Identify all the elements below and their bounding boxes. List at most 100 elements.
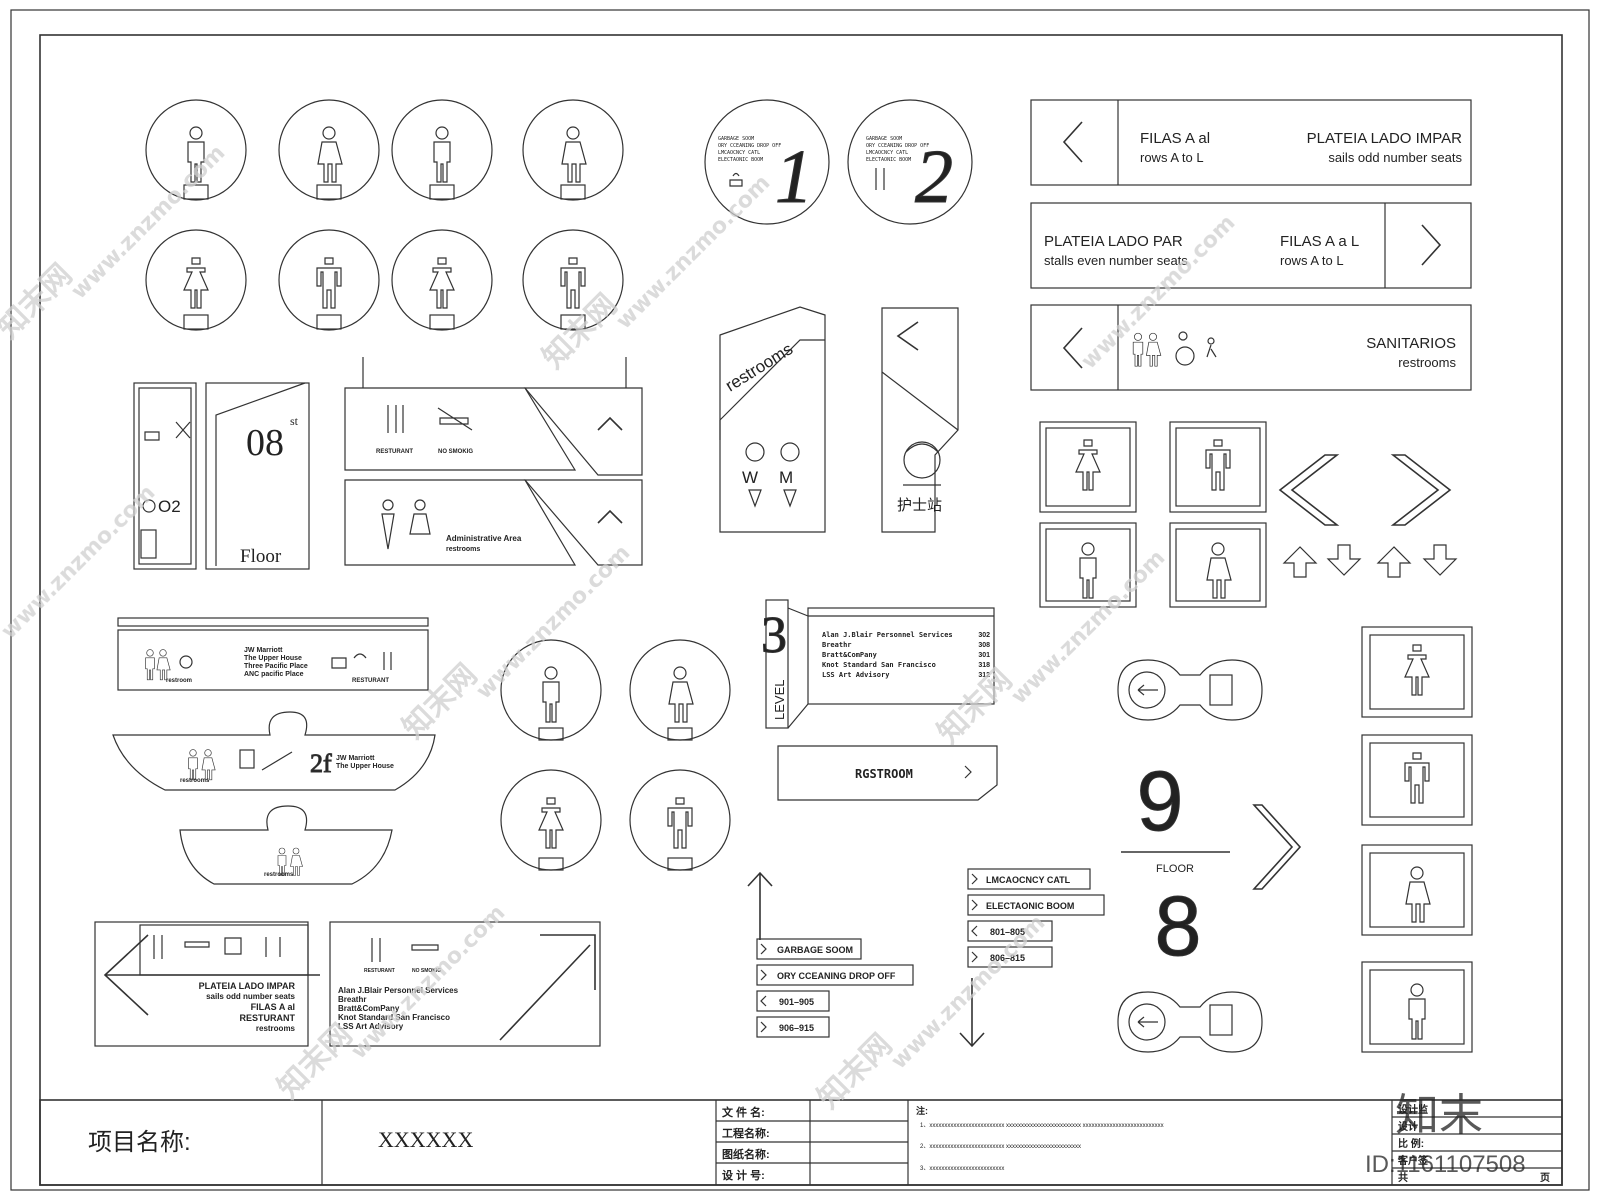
arrow-up-icon bbox=[1282, 546, 1318, 578]
boat-sign-1: restrooms 2f JW Marriott The Upper House bbox=[112, 711, 436, 791]
file-name-label: 文 件 名: bbox=[722, 1105, 765, 1119]
wheelchair-icon bbox=[1178, 331, 1188, 341]
notes-label: 注: bbox=[916, 1105, 928, 1116]
strip-text: ORY CCEANING DROP OFF bbox=[777, 971, 896, 981]
round1-line: LMCAOCNCY CATL bbox=[718, 150, 760, 156]
suite: 302 bbox=[978, 632, 990, 639]
coffee-no-icon bbox=[144, 421, 191, 441]
level-directory: 3 LEVEL Alan J.Blair Personnel Services … bbox=[761, 599, 995, 729]
suite: 308 bbox=[978, 642, 990, 649]
strip-text: 801–805 bbox=[990, 927, 1025, 937]
arrow-down-icon bbox=[1422, 544, 1458, 576]
round1-line: ORY CCEANING DROP OFF bbox=[718, 143, 781, 149]
restrooms-diag-text: restrooms bbox=[722, 339, 796, 395]
chevron-left-icon bbox=[1278, 454, 1340, 526]
tenant: Alan J.Blair Personnel Services bbox=[822, 631, 953, 639]
scale-label: 比 例: bbox=[1398, 1137, 1424, 1150]
direction-bar-1: FILAS A al rows A to L PLATEIA LADO IMPA… bbox=[1030, 99, 1472, 186]
stalls-even-text: stalls even number seats bbox=[1044, 253, 1188, 268]
imp-rest-text: RESTURANT bbox=[240, 1013, 296, 1023]
imp-filas-text: FILAS A al bbox=[251, 1002, 295, 1012]
chevron-right-icon bbox=[1390, 454, 1452, 526]
floor-word: Floor bbox=[240, 546, 282, 567]
round2-number: 2 bbox=[915, 135, 953, 219]
coffee-wifi-cutlery-icons bbox=[331, 652, 392, 670]
plateia-par-text: PLATEIA LADO PAR bbox=[1044, 233, 1183, 250]
tenant: LSS Art Advisory bbox=[338, 1022, 404, 1031]
filas-al-text: FILAS A a L bbox=[1280, 233, 1359, 250]
arrow-sign-left: PLATEIA LADO IMPAR sails odd number seat… bbox=[94, 921, 320, 1047]
note-3: 3、xxxxxxxxxxxxxxxxxxxxxxxxx bbox=[920, 1166, 1004, 1172]
project-label: 项目名称: bbox=[88, 1129, 191, 1156]
parking-elevator-icon bbox=[1209, 1004, 1233, 1036]
double-chevron-icon bbox=[1252, 804, 1302, 890]
nurse-icon bbox=[903, 441, 941, 479]
tenant: Knot Standard San Francisco bbox=[822, 661, 936, 669]
arrow-right-icon bbox=[1421, 224, 1442, 266]
nurse-station-totem: 护士站 bbox=[881, 307, 959, 533]
tenant: Breathr bbox=[338, 995, 366, 1004]
design-no-label: 设 计 号: bbox=[722, 1168, 765, 1182]
amenity-icons bbox=[371, 938, 439, 962]
watermark-cn: 知末网 bbox=[396, 657, 484, 745]
client-sign-label: 客户签 bbox=[1397, 1154, 1429, 1167]
no-smokig-text: NO SMOKIG bbox=[412, 968, 441, 974]
imp-plateia-text: PLATEIA LADO IMPAR bbox=[199, 981, 296, 991]
strip-text: 906–915 bbox=[779, 1023, 814, 1033]
tenant: Bratt&ComPany bbox=[822, 651, 878, 659]
jw-marriott-bar: restroom JW Marriott The Upper House Thr… bbox=[117, 617, 429, 691]
watermark-id: ID:1161107508 bbox=[1365, 1151, 1526, 1178]
arrow-up-icon bbox=[1376, 546, 1412, 578]
square-plaques-middle bbox=[1039, 421, 1267, 608]
man-icon bbox=[1132, 332, 1144, 367]
direction-bar-2: PLATEIA LADO PAR stalls even number seat… bbox=[1030, 202, 1472, 289]
round-toilet-signs-top bbox=[145, 99, 624, 331]
tenant: LSS Art Advisory bbox=[822, 671, 890, 679]
o2-text: O2 bbox=[158, 497, 181, 516]
round-floor-sign-1: GARBAGE SOOM ORY CCEANING DROP OFF LMCAO… bbox=[704, 99, 830, 225]
arrow-up-icon bbox=[747, 871, 773, 940]
suite: 312 bbox=[978, 672, 990, 679]
sanitarios-text: SANITARIOS bbox=[1366, 335, 1456, 352]
watermark-cn: 知末网 bbox=[536, 287, 624, 375]
watermark-cn: 知末网 bbox=[931, 662, 1019, 750]
tenant: Breathr bbox=[822, 641, 852, 649]
svg-text:2f: 2f bbox=[310, 749, 332, 778]
male-pi-round-sign bbox=[522, 229, 624, 331]
no-smokig-text: NO SMOKIG bbox=[438, 449, 473, 455]
round1-line: GARBAGE SOOM bbox=[718, 136, 754, 142]
square-plaques-right bbox=[1361, 626, 1473, 1053]
strip-text: 806–815 bbox=[990, 953, 1025, 963]
round-floor-sign-2: GARBAGE SOOM ORY CCEANING DROP OFF LMCAO… bbox=[847, 99, 973, 225]
watermark-cn: 知末网 bbox=[811, 1027, 899, 1115]
filas-text: FILAS A al bbox=[1140, 130, 1210, 147]
project-name-label: 工程名称: bbox=[722, 1126, 770, 1140]
female-round-sign bbox=[522, 99, 624, 201]
level-word: LEVEL bbox=[772, 680, 787, 720]
woman-icon bbox=[1146, 332, 1162, 367]
upper2-text: The Upper House bbox=[336, 763, 394, 770]
male-pi-round-sign bbox=[278, 229, 380, 331]
upper-house-text: The Upper House bbox=[244, 655, 302, 662]
anc-pacific-text: ANC pacific Place bbox=[244, 671, 304, 678]
admin-area-text: Administrative Area bbox=[446, 534, 522, 543]
restrooms-small-text: restrooms bbox=[446, 546, 480, 553]
coffee-icon bbox=[729, 172, 743, 187]
imp-restrooms-text: restrooms bbox=[256, 1024, 296, 1033]
m-text: M bbox=[779, 468, 793, 487]
arrow-up-icon bbox=[597, 416, 623, 431]
jw-text: JW Marriott bbox=[244, 647, 283, 654]
elevator-door-icon bbox=[1209, 674, 1233, 706]
arrow-down-icon bbox=[1326, 544, 1362, 576]
outer-frame bbox=[10, 9, 1590, 1191]
female-a-round-sign bbox=[145, 229, 247, 331]
resturant-text: RESTURANT bbox=[376, 449, 413, 455]
strip-text: LMCAOCNCY CATL bbox=[986, 875, 1071, 885]
male-round-sign bbox=[145, 99, 247, 201]
arrow-down-icon bbox=[959, 978, 985, 1048]
restrooms-arrow-text: restrooms bbox=[180, 778, 210, 784]
jw2-text: JW Marriott bbox=[336, 755, 375, 762]
female-round-sign bbox=[278, 99, 380, 201]
no-smoking-icon bbox=[437, 407, 473, 431]
